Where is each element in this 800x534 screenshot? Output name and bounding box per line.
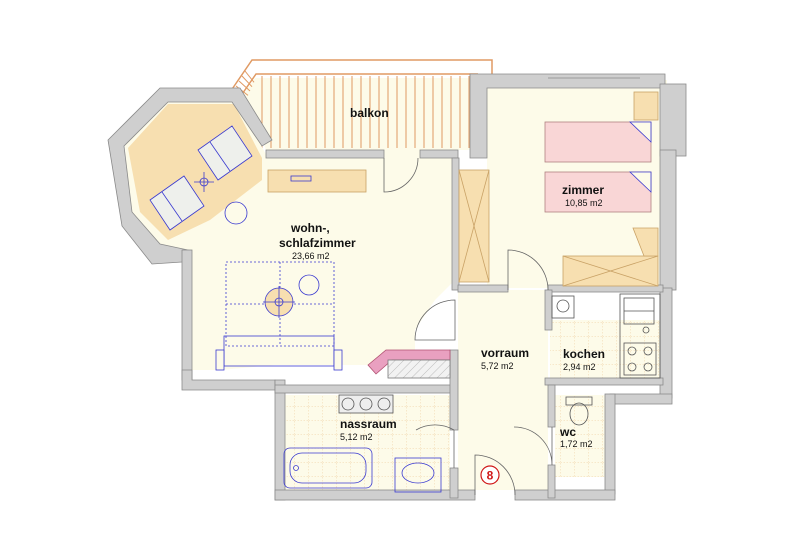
balcony-slat [238,80,251,92]
wall-right-step [609,393,673,405]
area-nassraum: 5,12 m2 [340,432,373,442]
sideboard [267,169,367,193]
wall-kochen-bottom [544,377,664,386]
wall-zimmer-bottom-left [457,284,509,293]
label-balkon: balkon [350,106,389,120]
kitchen-counter [619,293,661,379]
unit-number: 8 [487,469,494,483]
label-kochen: kochen [563,347,605,361]
wall-living-left [181,249,193,381]
couch-arm-right [333,349,343,371]
label-wohn-line1: wohn-, [290,221,330,235]
door-zimmer [507,249,549,291]
wall-nassraum-left [274,379,286,501]
kochen-floor [550,320,660,382]
side-stool [298,274,320,296]
walls [107,73,687,501]
wall-wc-left-lower [547,464,556,499]
unit-number-marker: 8 [480,465,500,485]
kitchen-stove [623,342,657,376]
door-balcony [383,157,419,193]
wall-living-bottom [181,369,276,391]
wall-nassraum-right [449,349,459,431]
balcony-floor [240,78,478,162]
area-wc: 1,72 m2 [560,439,593,449]
label-wc: wc [559,425,576,439]
balcony-railing-slats [229,70,470,148]
wall-vorraum-left-upper [451,157,460,291]
door-wc [513,426,553,466]
bay-table-target-icon [194,172,214,192]
balcony-slat [241,75,253,88]
wall-bottom-right [514,489,616,501]
table-target-icon [263,286,295,318]
wall-wc-left [547,384,556,428]
bathtub [283,447,373,489]
area-zimmer: 10,85 m2 [565,198,603,208]
zimmer-corner-built-in [633,91,659,121]
wall-balcony-left [265,149,385,159]
toilet-bowl [569,402,589,426]
wall-balcony-right [419,149,459,159]
area-vorraum: 5,72 m2 [481,361,514,371]
label-vorraum: vorraum [481,346,529,360]
zimmer-radiator-niche [632,227,659,257]
zimmer-bed-upper [544,121,652,163]
bay-sofa-lower [149,175,205,231]
kitchen-faucet [642,326,650,334]
couch-arm-left [215,349,225,371]
vorraum-floor [458,290,548,490]
bay-stool [224,201,248,225]
wall-zimmer-right-top [659,83,687,157]
label-nassraum: nassraum [340,417,397,431]
sideboard-item [290,175,312,182]
area-kochen: 2,94 m2 [563,362,596,372]
fireplace-hatch [387,359,451,379]
labels: balkon wohn-, schlafzimmer 23,66 m2 zimm… [279,106,605,485]
doors [383,77,640,496]
balcony [225,59,493,162]
toilet-cistern [565,396,593,406]
label-zimmer: zimmer [562,183,604,197]
wall-wc-right [604,393,616,495]
wall-zimmer-right [659,149,677,291]
wall-nassraum-right-lower [449,467,459,499]
wall-vorraum-right [544,289,553,331]
label-wohn-line2: schlafzimmer [279,236,356,250]
door-nassraum [415,424,455,468]
kitchen-fridge [551,295,575,319]
wc-floor [555,395,605,477]
balcony-slat [244,70,255,83]
wall-bottom [274,489,476,501]
wall-zimmer-outer [469,73,666,159]
furniture [149,91,661,493]
door-entrance [474,454,516,496]
balcony-railing-outer [225,59,493,99]
washbasin [394,457,442,493]
wall-bay [107,87,273,265]
area-wohn: 23,66 m2 [292,251,330,261]
balcony-railing-inner [237,73,478,101]
bay-sofa-upper [197,125,253,181]
wall-nassraum-top [274,384,456,394]
door-living [414,299,456,341]
